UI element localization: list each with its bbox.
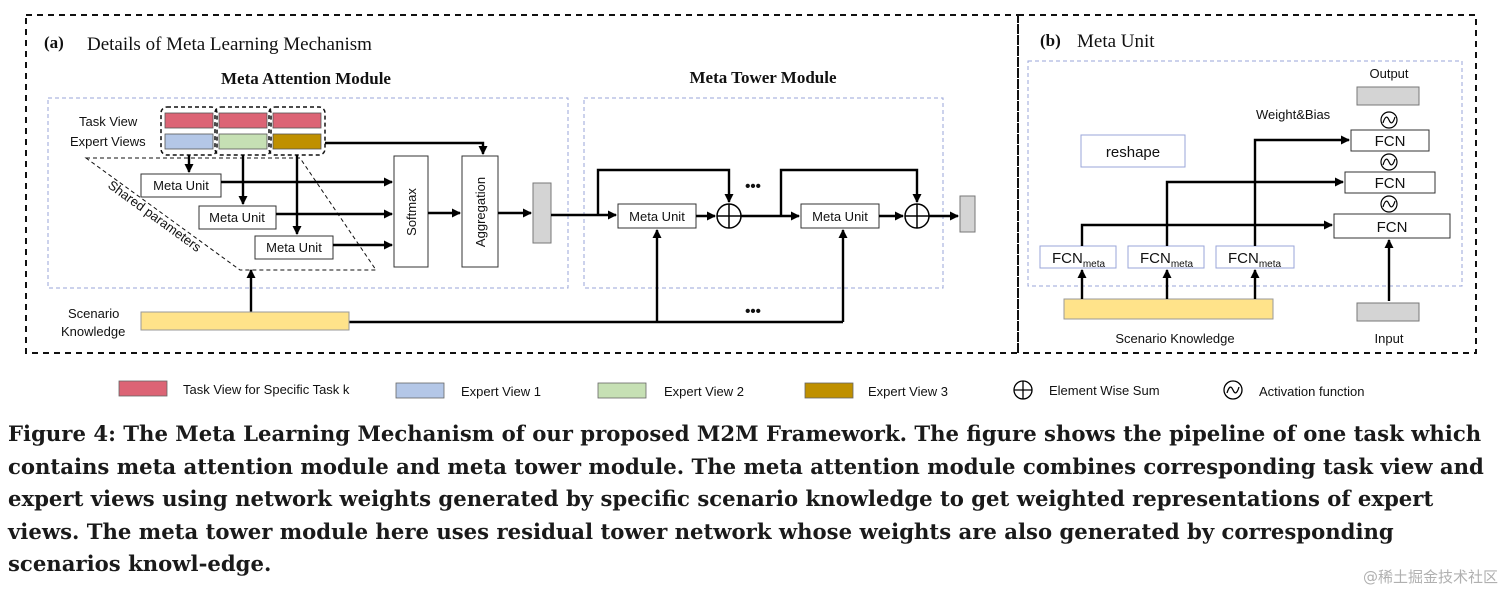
activation-icon-1 — [1380, 111, 1398, 129]
legend: Task View for Specific Task k Expert Vie… — [118, 380, 1365, 400]
tower-output-box — [959, 195, 976, 233]
fcn-layer-2 — [1344, 171, 1436, 194]
tower-module-frame — [583, 97, 944, 289]
legend-element-sum-icon — [1013, 380, 1033, 400]
reshape-label: reshape — [1106, 144, 1160, 161]
tower-ellipsis-top: ••• — [745, 178, 761, 195]
legend-swatch-expert-3 — [804, 382, 854, 399]
panel-b-title: Meta Unit — [1077, 31, 1155, 52]
legend-swatch-expert-1 — [395, 382, 445, 399]
task-view-label: Task View — [79, 114, 138, 129]
activation-icon-3 — [1380, 195, 1398, 213]
scenario-label-line2: Knowledge — [61, 324, 125, 339]
fcn-meta-3-label: FCNmeta — [1228, 250, 1281, 270]
scenario-knowledge-bar — [140, 311, 350, 331]
softmax-label: Softmax — [404, 188, 419, 236]
reshape-box — [1080, 134, 1186, 168]
scenario-label-line1: Scenario — [68, 306, 119, 321]
fcn-layer-2-label: FCN — [1375, 175, 1406, 192]
panel-b-frame — [1017, 14, 1477, 354]
tower-meta-unit-2 — [800, 203, 880, 229]
tower-meta-unit-2-label: Meta Unit — [812, 209, 868, 224]
meta-unit-3-label: Meta Unit — [266, 240, 322, 255]
fcn-layer-3-label: FCN — [1375, 133, 1406, 150]
activation-icon-2 — [1380, 153, 1398, 171]
fcn-meta-1-label: FCNmeta — [1052, 250, 1105, 270]
attention-arrows — [184, 141, 617, 250]
scenario-knowledge-bar-b — [1063, 298, 1274, 320]
expert-view-1-block — [164, 133, 214, 150]
fcn-meta-2-label: FCNmeta — [1140, 250, 1193, 270]
expert-view-3-block — [272, 133, 322, 150]
weight-bias-label: Weight&Bias — [1256, 107, 1331, 122]
element-sum-2 — [904, 203, 930, 229]
tower-ellipsis-bottom: ••• — [745, 303, 761, 320]
legend-activation-icon — [1223, 380, 1243, 400]
attention-module-frame — [47, 97, 569, 289]
meta-unit-1-label: Meta Unit — [153, 178, 209, 193]
tower-module-title: Meta Tower Module — [689, 68, 836, 87]
attention-output-box — [532, 182, 552, 244]
fcn-meta-1 — [1039, 245, 1117, 269]
meta-unit-1 — [140, 173, 222, 198]
legend-swatch-task-view — [118, 380, 168, 397]
meta-unit-arrows — [1077, 135, 1394, 301]
output-box — [1356, 86, 1420, 106]
legend-swatch-expert-2 — [597, 382, 647, 399]
meta-learning-diagram: (a) Details of Meta Learning Mechanism M… — [25, 14, 1477, 400]
legend-task-view-label: Task View for Specific Task k — [183, 382, 350, 397]
tower-meta-unit-1-label: Meta Unit — [629, 209, 685, 224]
legend-activation-label: Activation function — [1259, 384, 1365, 399]
element-sum-1 — [716, 203, 742, 229]
input-label: Input — [1375, 331, 1404, 346]
scenario-knowledge-label-b: Scenario Knowledge — [1115, 331, 1234, 346]
panel-a-tag: (a) — [44, 33, 64, 52]
task-view-block-1 — [164, 112, 214, 129]
tower-arrows — [246, 168, 959, 324]
meta-unit-2-label: Meta Unit — [209, 210, 265, 225]
panel-b-tag: (b) — [1040, 31, 1061, 50]
watermark: @稀土掘金技术社区 — [1362, 568, 1498, 586]
softmax-box — [393, 155, 429, 268]
legend-expert-1-label: Expert View 1 — [461, 384, 541, 399]
aggregation-label: Aggregation — [473, 177, 488, 247]
attention-module-title: Meta Attention Module — [221, 69, 391, 88]
figure-caption: Figure 4: The Meta Learning Mechanism of… — [8, 421, 1484, 576]
legend-expert-2-label: Expert View 2 — [664, 384, 744, 399]
fcn-layer-3 — [1350, 129, 1430, 152]
expert-view-2-block — [218, 133, 268, 150]
meta-unit-detail-frame — [1027, 60, 1463, 287]
legend-expert-3-label: Expert View 3 — [868, 384, 948, 399]
output-label: Output — [1369, 66, 1408, 81]
fcn-layer-1 — [1333, 213, 1451, 239]
meta-unit-2 — [198, 205, 277, 230]
panel-a-title: Details of Meta Learning Mechanism — [87, 34, 372, 55]
task-view-block-3 — [272, 112, 322, 129]
aggregation-box — [461, 155, 499, 268]
expert-views-label: Expert Views — [70, 134, 146, 149]
shared-parameters-region — [84, 157, 377, 271]
task-view-block-2 — [218, 112, 268, 129]
legend-element-sum-label: Element Wise Sum — [1049, 383, 1160, 398]
meta-unit-3 — [254, 235, 334, 260]
input-box — [1356, 302, 1420, 322]
fcn-layer-1-label: FCN — [1377, 219, 1408, 236]
